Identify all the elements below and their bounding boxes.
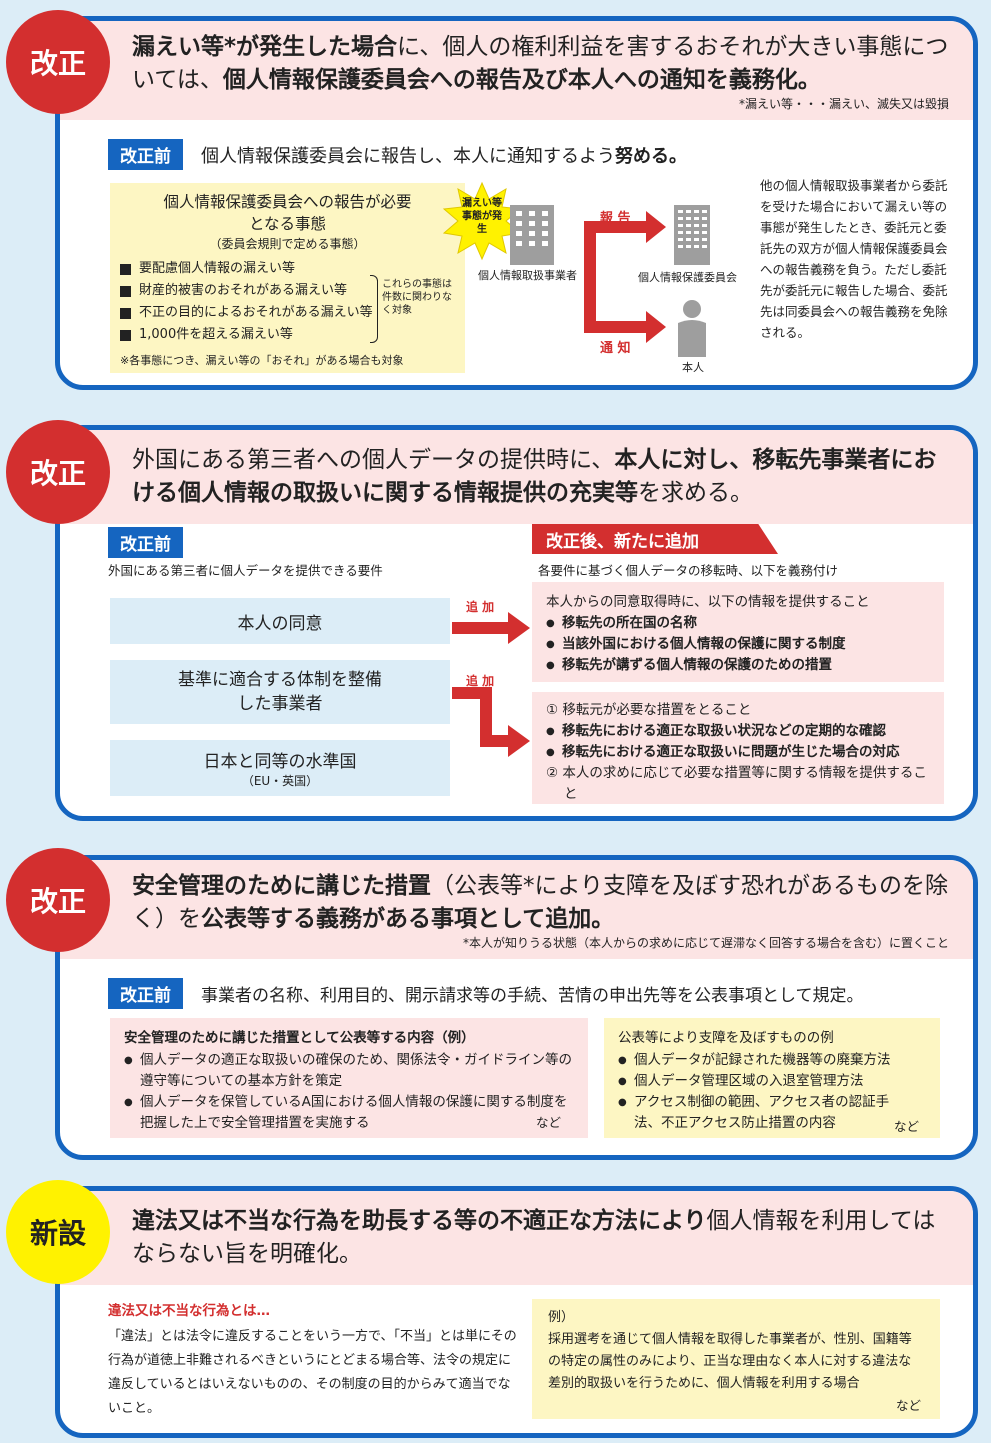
pre-amendment-text: 個人情報保護委員会に報告し、本人に通知するよう努める。 [201,145,687,167]
report-arrows [584,211,666,343]
section-title: 漏えい等*が発生した場合に、個人の権利利益を害するおそれが大きい事態については、… [132,34,949,93]
box-subtitle: （委員会規則で定める事態） [209,237,366,251]
person-label: 本人 [682,361,704,374]
notify-label: 通 知 [600,341,631,356]
section-header: 外国にある第三者への個人データの提供時に、本人に対し、移転先事業者における個人情… [60,430,973,524]
section-header: 違法又は不当な行為を助長する等の不適正な方法により個人情報を利用してはならない旨… [60,1191,973,1285]
badge-kaisei-1: 改正 [6,10,110,114]
list-item: 個人データ管理区域の入退室管理方法 [618,1071,926,1092]
requirement-equivalent-country: 日本と同等の水準国 （EU・英国） [110,740,450,796]
definition-title: 違法又は不当な行為とは… [108,1303,270,1319]
section-title: 外国にある第三者への個人データの提供時に、本人に対し、移転先事業者における個人情… [132,447,937,506]
list-item: 移転先における適正な取扱いに問題が生じた場合の対応 [546,742,930,763]
transferor-measures-box: ① 移転元が必要な措置をとること 移転先における適正な取扱い状況などの定期的な確… [532,692,944,804]
add-label: 追 加 [466,674,495,688]
list-item: 個人データの適正な取扱いの確保のため、関係法令・ガイドライン等の遵守等についての… [124,1050,574,1092]
etc-label: など [894,1119,920,1134]
section-security-measures: 安全管理のために講じた措置（公表等*により支障を及ぼす恐れがあるものを除く）を公… [55,855,978,1160]
section-leak-report: 漏えい等*が発生した場合に、個人の権利利益を害するおそれが大きい事態については、… [55,16,978,390]
add-label: 追 加 [466,600,495,614]
section-header: 漏えい等*が発生した場合に、個人の権利利益を害するおそれが大きい事態については、… [60,21,973,120]
list-item: アクセス制御の範囲、アクセス者の認証手法、不正アクセス防止措置の内容 [618,1092,926,1134]
post-amendment-tag: 改正後、新たに追加 [532,524,778,554]
entity-label: 個人情報取扱事業者 [478,269,577,282]
badge-shinsetsu: 新設 [6,1180,110,1284]
box-title: 個人情報保護委員会への報告が必要となる事態 [163,193,412,233]
pre-amendment-tag: 改正前 [108,978,183,1009]
burst-label: 漏えい等事態が発生 [462,198,502,235]
outsourcing-note: 他の個人情報取扱事業者から委託を受けた場合において漏えい等の事態が発生したとき、… [760,178,948,340]
etc-label: など [536,1115,562,1130]
pre-amendment-text: 事業者の名称、利用目的、開示請求等の手続、苦情の申出先等を公表事項として規定。 [201,986,864,1006]
pre-amendment-tag: 改正前 [108,527,183,558]
add-arrow-1 [452,612,530,644]
section-title: 安全管理のために講じた措置（公表等*により支障を及ぼす恐れがあるものを除く）を公… [132,873,949,932]
list-item: 当該外国における個人情報の保護に関する制度 [546,634,930,655]
list-item: 1,000件を超える漏えい等 [120,324,455,346]
badge-kaisei-2: 改正 [6,420,110,524]
pre-amendment-row: 改正前 事業者の名称、利用目的、開示請求等の手続、苦情の申出先等を公表事項として… [108,978,864,1009]
consent-info-list: 移転先の所在国の名称 当該外国における個人情報の保護に関する制度 移転先が講ずる… [546,613,930,676]
box-title: 安全管理のために講じた措置として公表等する内容（例） [124,1030,475,1046]
example-box: 例） 採用選考を通じて個人情報を取得した事業者が、性別、国籍等の特定の属性のみに… [532,1299,940,1419]
list-item: 移転先における適正な取扱い状況などの定期的な確認 [546,721,930,742]
example-text: 採用選考を通じて個人情報を取得した事業者が、性別、国籍等の特定の属性のみにより、… [548,1332,912,1391]
bracket-note: これらの事態は件数に関わりなく対象 [382,279,452,316]
requirements-caption: 外国にある第三者に個人データを提供できる要件 [108,563,383,578]
definition-text: 「違法」とは法令に違反することをいう一方で、「不当」とは単にその行為が道徳上非難… [108,1329,517,1416]
pre-amendment-row: 改正前 個人情報保護委員会に報告し、本人に通知するよう努める。 [108,139,687,170]
list-item: 財産的被害のおそれがある漏えい等 [120,280,455,302]
example-title: 例） [548,1310,575,1325]
box-footnote: ※各事態につき、漏えい等の「おそれ」がある場合も対象 [120,354,404,367]
commission-building-icon [674,205,710,265]
hindrance-list: 個人データが記録された機器等の廃棄方法 個人データ管理区域の入退室管理方法 アク… [618,1050,926,1134]
report-label: 報 告 [600,211,631,226]
section-header: 安全管理のために講じた措置（公表等*により支障を及ぼす恐れがあるものを除く）を公… [60,860,973,959]
section-improper-use: 違法又は不当な行為を助長する等の不適正な方法により個人情報を利用してはならない旨… [55,1186,978,1438]
bracket [370,275,378,343]
footnote: *本人が知りうる状態（本人からの求めに応じて遅滞なく回答する場合を含む）に置くこ… [462,936,949,950]
burst-icon [442,181,522,261]
consent-info-box: 本人からの同意取得時に、以下の情報を提供すること 移転先の所在国の名称 当該外国… [532,582,944,682]
badge-kaisei-3: 改正 [6,848,110,952]
report-required-box: 個人情報保護委員会への報告が必要となる事態 （委員会規則で定める事態） 要配慮個… [110,183,465,373]
publish-content-box: 安全管理のために講じた措置として公表等する内容（例） 個人データの適正な取扱いの… [110,1018,588,1138]
section-title: 違法又は不当な行為を助長する等の不適正な方法により個人情報を利用してはならない旨… [132,1208,936,1267]
list-item: 個人データが記録された機器等の廃棄方法 [618,1050,926,1071]
building-icon [510,205,554,265]
post-amendment-caption: 各要件に基づく個人データの移転時、以下を義務付け [538,563,839,578]
list-item: 個人データを保管しているA国における個人情報の保護に関する制度を把握した上で安全… [124,1092,574,1134]
requirement-system: 基準に適合する体制を整備した事業者 [110,660,450,724]
hindrance-examples-box: 公表等により支障を及ぼすものの例 個人データが記録された機器等の廃棄方法 個人デ… [604,1018,940,1138]
publish-content-list: 個人データの適正な取扱いの確保のため、関係法令・ガイドライン等の遵守等についての… [124,1050,574,1134]
list-item: 移転先の所在国の名称 [546,613,930,634]
section-foreign-transfer: 外国にある第三者への個人データの提供時に、本人に対し、移転先事業者における個人情… [55,425,978,821]
list-item: 移転先が講ずる個人情報の保護のための措置 [546,655,930,676]
person-icon [678,300,706,357]
list-item: 不正の目的によるおそれがある漏えい等 [120,302,455,324]
commission-label: 個人情報保護委員会 [638,271,737,284]
requirement-consent: 本人の同意 [110,598,450,644]
footnote: *漏えい等・・・漏えい、滅失又は毀損 [738,97,949,111]
list-item: 要配慮個人情報の漏えい等 [120,258,455,280]
add-arrow-2 [452,687,530,757]
required-events-list: 要配慮個人情報の漏えい等 財産的被害のおそれがある漏えい等 不正の目的によるおそ… [120,258,455,346]
etc-label: など [896,1398,922,1413]
pre-amendment-tag: 改正前 [108,139,183,170]
box-title: 公表等により支障を及ぼすものの例 [618,1030,834,1046]
measures-list: 移転先における適正な取扱い状況などの定期的な確認 移転先における適正な取扱いに問… [546,721,930,763]
